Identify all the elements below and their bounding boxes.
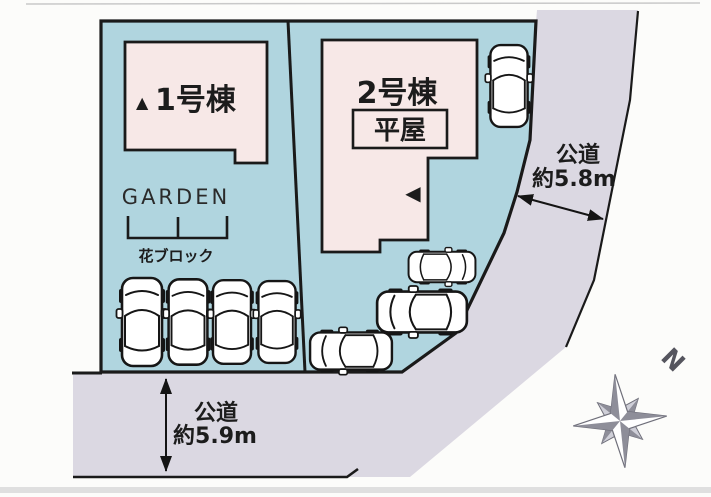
road-east-width-arrow: [517, 194, 604, 221]
building-2-direction-marker-icon: ◀: [405, 181, 421, 205]
car-icon: [252, 279, 302, 365]
road-east-dimension: 公道 約5.8m: [517, 142, 616, 221]
building-2: 2号棟 平屋 ◀: [320, 38, 479, 254]
building-1-marker-icon: ▲: [136, 93, 149, 112]
road-east-width: 約5.8m: [532, 166, 616, 192]
road-south-dimension: 公道 約5.9m: [160, 378, 257, 472]
compass-facet: [620, 421, 630, 468]
flat-house-badge: [351, 108, 449, 150]
road-south-edge: [73, 467, 359, 479]
compass-facet: [573, 421, 620, 431]
scan-line-top: [25, 2, 701, 5]
flat-house-badge-label: 平屋: [374, 116, 426, 146]
road-east-name: 公道: [556, 142, 600, 168]
car-icon: [206, 278, 258, 366]
compass-facet: [620, 411, 667, 421]
scan-line-bottom: [0, 487, 711, 493]
garden-label: GARDEN: [122, 185, 230, 209]
building-1-footprint: [123, 40, 269, 165]
car-icon: [484, 43, 534, 129]
road-east-edge: [564, 10, 640, 348]
flower-block-icon: [126, 216, 229, 240]
car-icon: [115, 276, 169, 368]
road-south-width: 約5.9m: [173, 423, 257, 449]
lot-divider-line: [286, 20, 307, 373]
road-area: [73, 10, 638, 477]
road-south-name: 公道: [194, 400, 238, 426]
garden-area: GARDEN 花ブロック: [122, 185, 230, 265]
compass-facet: [610, 374, 620, 421]
car-icon: [308, 326, 394, 376]
building-2-footprint: [320, 38, 479, 254]
compass-rose-icon: [573, 374, 667, 468]
building-1-label: 1号棟: [155, 83, 237, 118]
car-icon: [407, 246, 477, 288]
flower-block-label: 花ブロック: [138, 247, 213, 265]
building-2-label: 2号棟: [357, 76, 439, 111]
building-1: ▲ 1号棟: [123, 40, 269, 165]
car-icon: [375, 284, 469, 340]
car-icon: [162, 278, 214, 366]
